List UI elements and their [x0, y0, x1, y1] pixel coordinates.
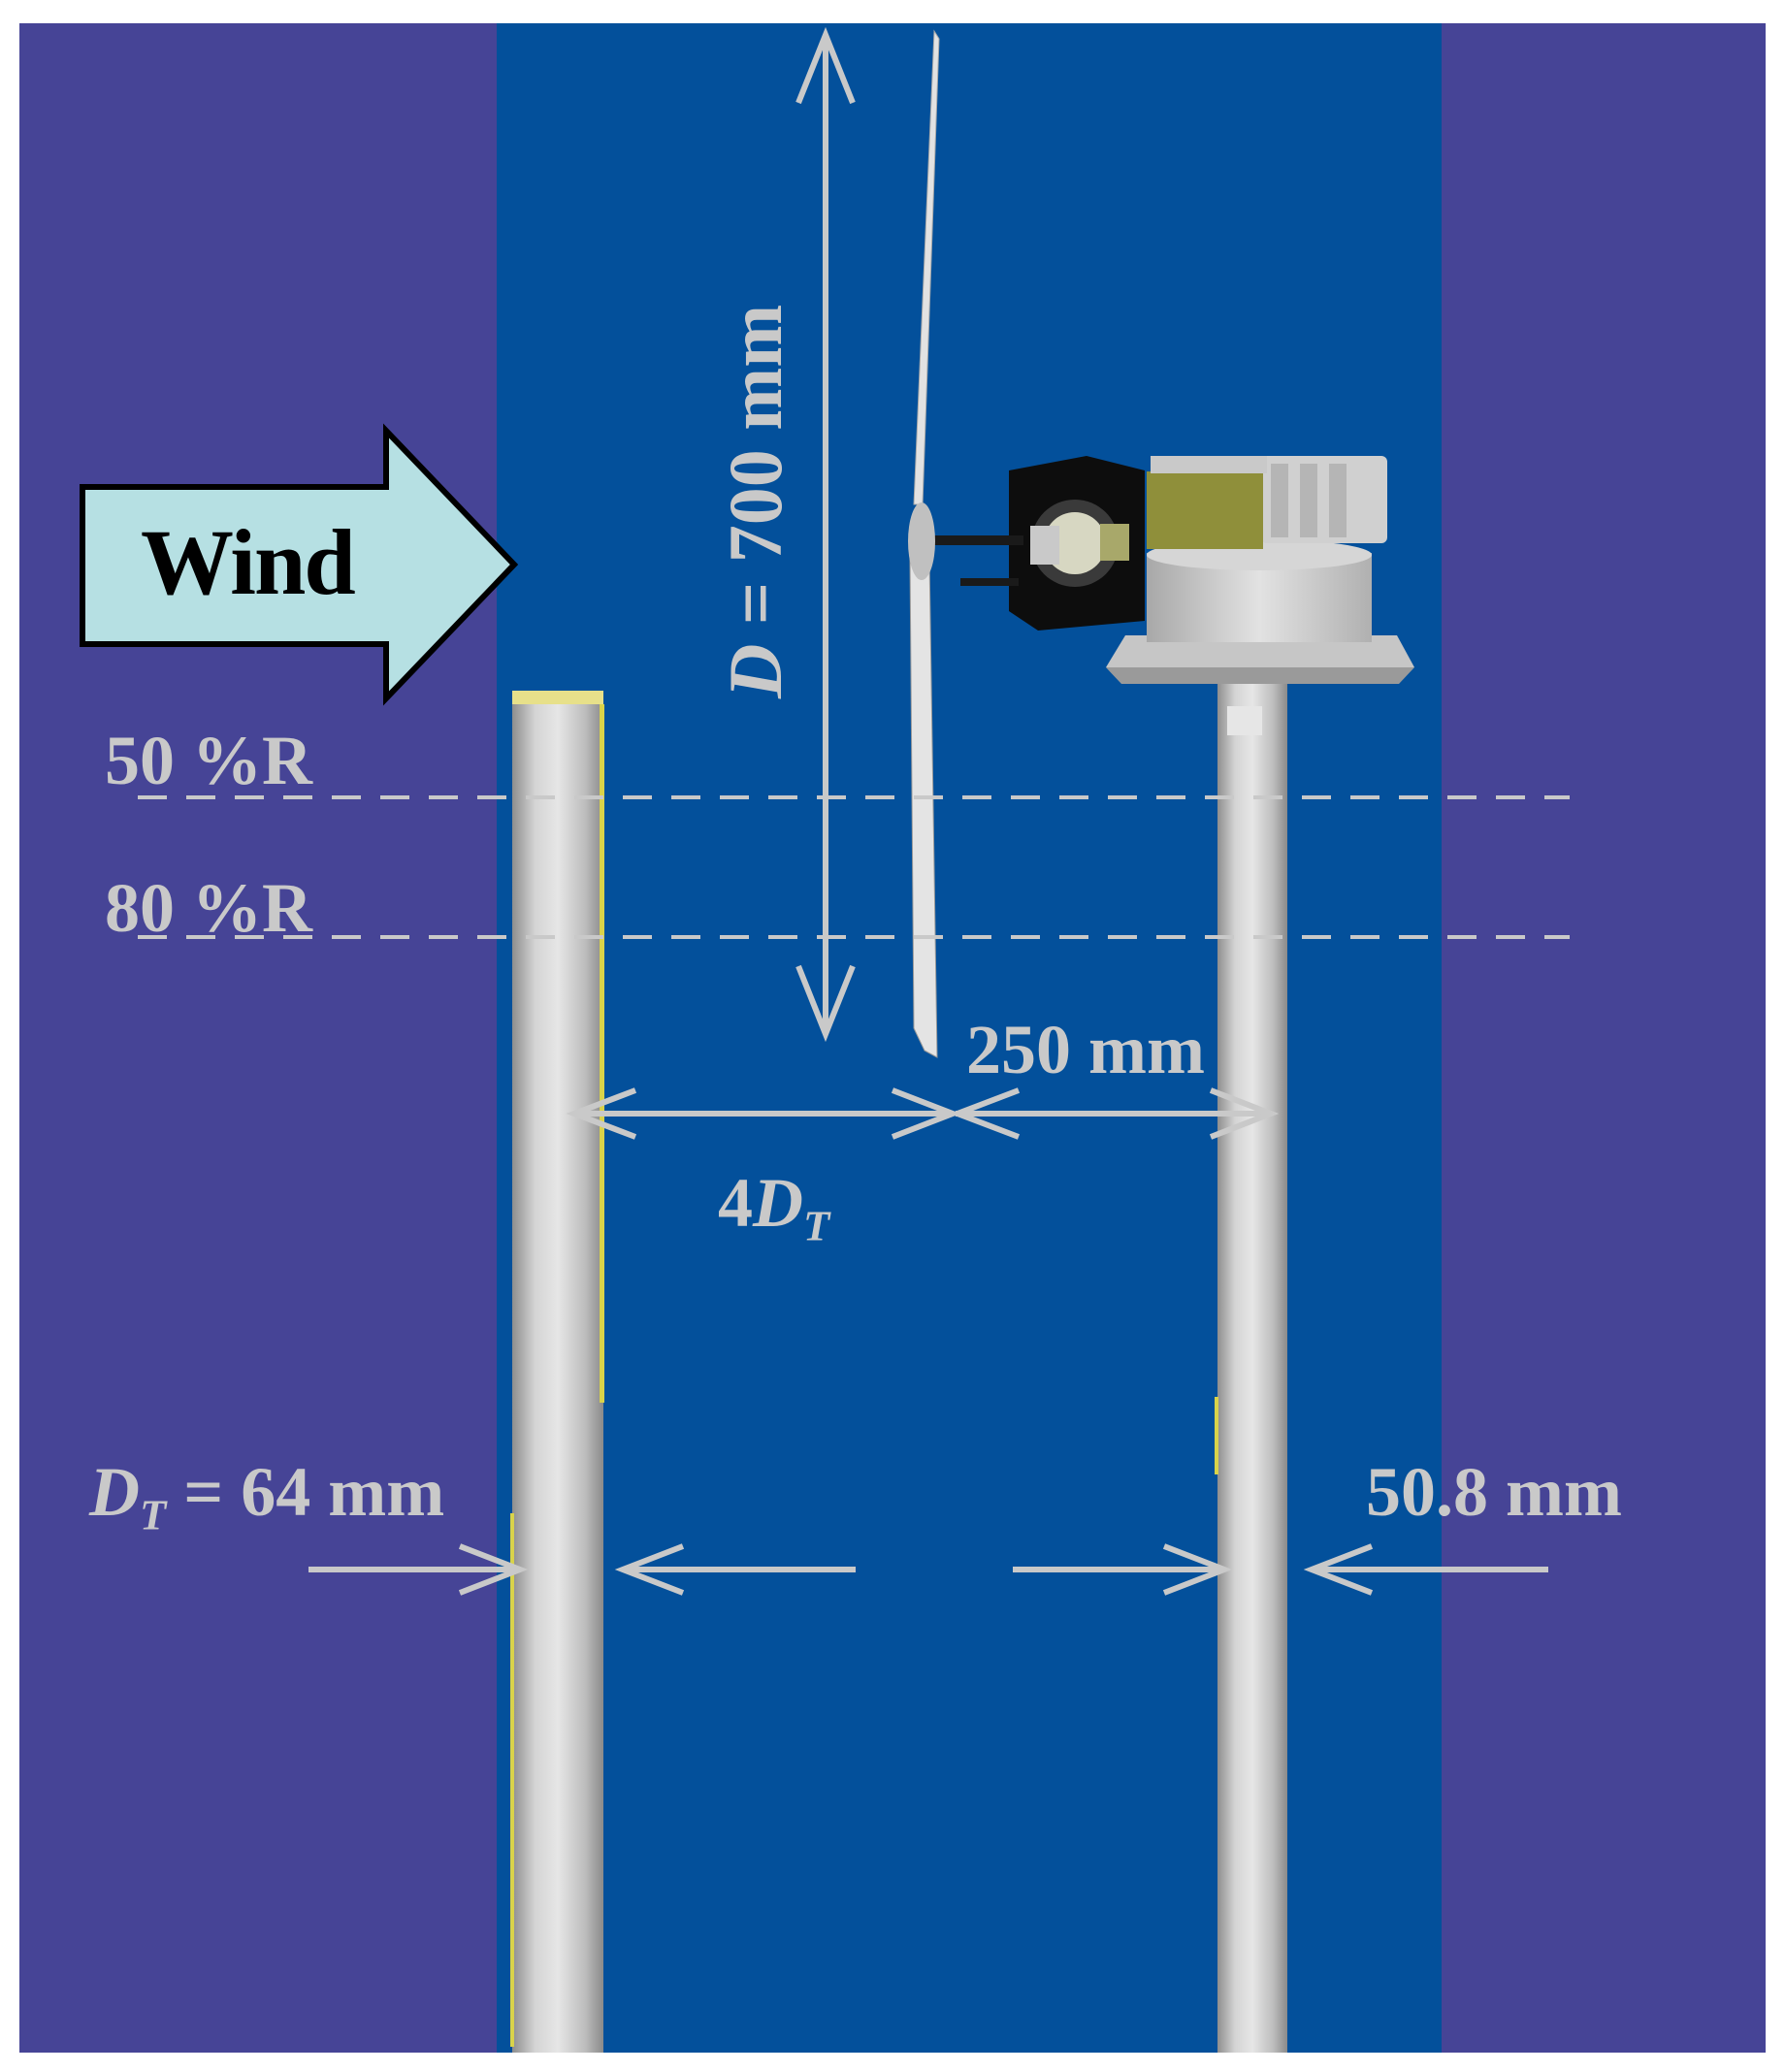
rotor-blade — [908, 29, 940, 1058]
downstream-tower — [1215, 675, 1287, 2053]
upstream-tower-value: = 64 mm — [166, 1453, 445, 1531]
wind-label: Wind — [141, 510, 356, 614]
spacing-label: 250 mm — [966, 1011, 1205, 1088]
spacing-multiple-prefix: 4 — [718, 1164, 753, 1242]
spacing-multiple-symbol: D — [753, 1164, 803, 1242]
spacing-multiple-label: 4DT — [718, 1168, 829, 1247]
rotor-diameter-symbol: D — [713, 643, 797, 698]
radius-label-80: 80 %R — [105, 869, 312, 947]
wind-arrow — [80, 423, 519, 706]
downstream-tower-label: 50.8 mm — [1366, 1453, 1622, 1531]
upstream-tower-diameter-arrows — [308, 1543, 856, 1596]
rotor-diameter-value: = 700 mm — [713, 304, 797, 644]
upstream-tower-symbol: D — [89, 1453, 140, 1531]
upstream-tower — [510, 691, 604, 2053]
rotor-diameter-label: D = 700 mm — [713, 305, 797, 698]
upstream-tower-subscript: T — [140, 1490, 167, 1539]
spacing-arrow — [566, 1087, 1280, 1140]
downstream-tower-diameter-arrows — [1013, 1543, 1548, 1596]
radius-label-50: 50 %R — [105, 722, 312, 799]
turbine-nacelle — [926, 456, 1414, 735]
upstream-tower-label: DT = 64 mm — [89, 1457, 444, 1537]
rotor-diameter-arrow — [795, 26, 856, 1043]
spacing-multiple-subscript: T — [803, 1201, 830, 1250]
